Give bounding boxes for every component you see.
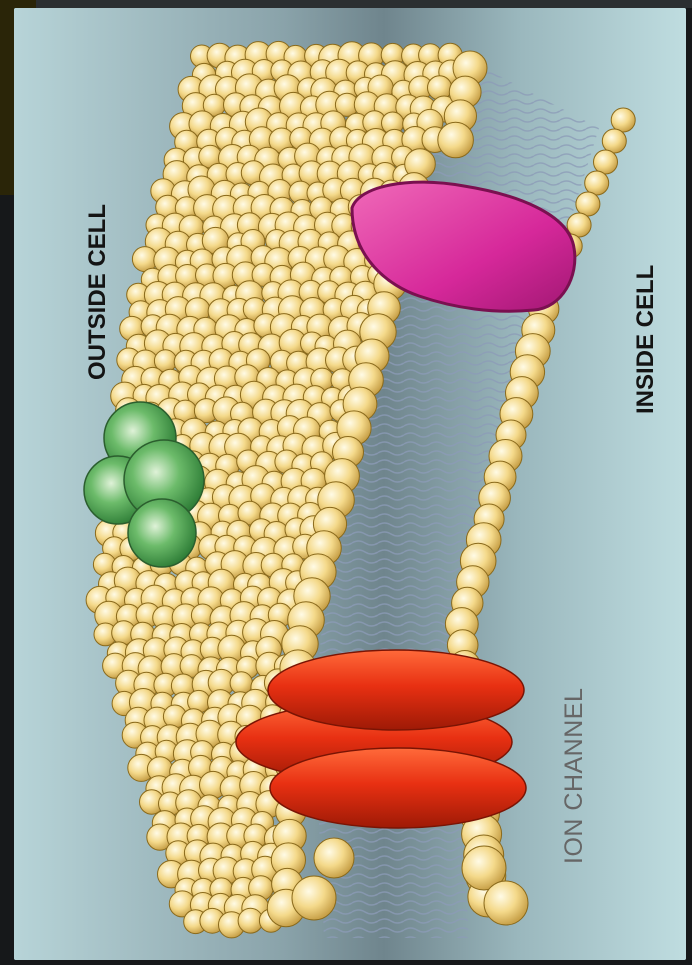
phospholipid-head: [314, 838, 354, 878]
phospholipid-head: [484, 881, 528, 925]
phospholipid-head: [576, 192, 600, 216]
phospholipid-head: [602, 129, 626, 153]
ion-channel-label: ION CHANNEL: [562, 688, 587, 864]
phospholipid-head: [438, 122, 474, 158]
phospholipid-head: [611, 108, 635, 132]
ion-channel: [236, 650, 526, 828]
glycoprotein-subunit: [128, 499, 196, 567]
phospholipid-head: [585, 171, 609, 195]
ion-channel-subunit: [268, 650, 524, 730]
phospholipid-head: [594, 150, 618, 174]
phospholipid-head: [567, 213, 591, 237]
phospholipid-head: [292, 876, 336, 920]
ion-channel-subunit: [270, 748, 526, 828]
inside-cell-label: INSIDE CELL: [634, 265, 658, 414]
outside-cell-label: OUTSIDE CELL: [86, 204, 110, 380]
membrane-diagram: OUTSIDE CELL INSIDE CELL ION CHANNEL: [14, 8, 686, 960]
top-edge-strip: [36, 0, 692, 8]
